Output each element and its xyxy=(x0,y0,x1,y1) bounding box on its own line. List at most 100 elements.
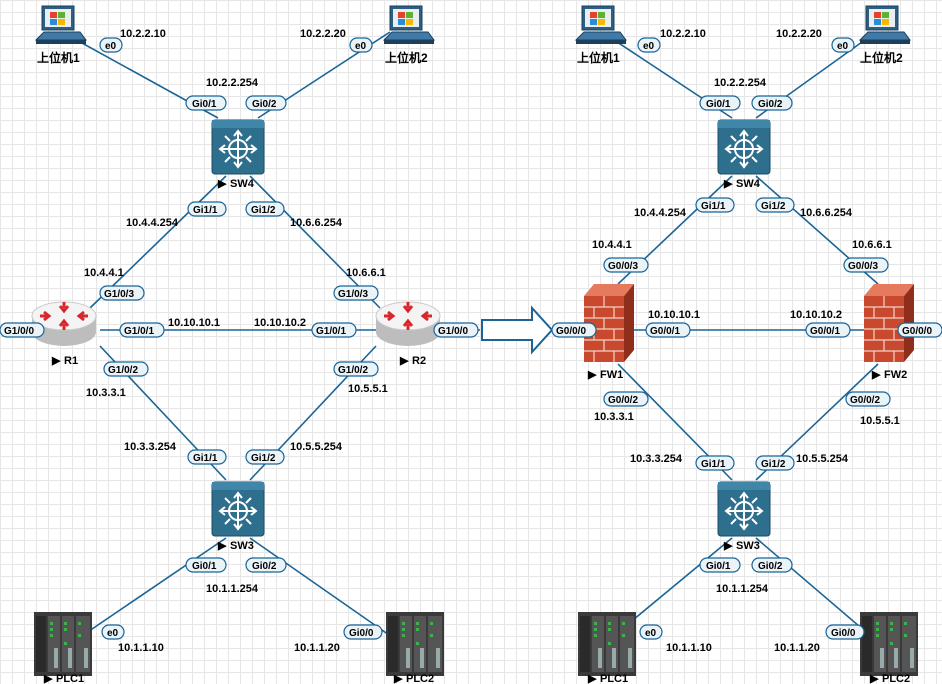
ip-label: 10.10.10.2 xyxy=(254,317,306,329)
port-label: Gi0/0 xyxy=(831,628,856,639)
port-label: G0/0/0 xyxy=(556,326,586,337)
ip-label: 10.6.6.254 xyxy=(290,217,343,229)
left-plc2-play-icon: ▶ xyxy=(393,673,403,684)
port-label: G1/0/3 xyxy=(104,289,134,300)
ip-label: 10.2.2.10 xyxy=(660,28,706,40)
right-sw4-play-icon: ▶ xyxy=(723,178,733,190)
left-sw3-label: SW3 xyxy=(230,540,254,552)
link-sw3-plc1 xyxy=(69,537,227,645)
ip-label: 10.4.4.1 xyxy=(592,239,632,251)
port-label: e0 xyxy=(355,41,367,52)
port-label: e0 xyxy=(643,41,655,52)
port-label: Gi1/1 xyxy=(193,453,218,464)
right-fw2-play-icon: ▶ xyxy=(871,369,881,381)
right-fw1-play-icon: ▶ xyxy=(587,369,597,381)
right-sw3-label: SW3 xyxy=(736,540,760,552)
left-sw3-play-icon: ▶ xyxy=(217,540,227,552)
right-ports: e0 e0 Gi0/1 Gi0/2 Gi1/1 Gi1/2 G0/0/3 G0/… xyxy=(551,37,942,640)
ip-label: 10.6.6.254 xyxy=(800,207,853,219)
ip-label: 10.3.3.254 xyxy=(630,453,683,465)
left-plc2-icon[interactable] xyxy=(386,612,444,676)
left-r2-icon[interactable] xyxy=(374,300,442,348)
ip-label: 10.2.2.254 xyxy=(206,77,259,89)
port-label: Gi0/2 xyxy=(252,561,277,572)
port-label: G0/0/1 xyxy=(650,326,680,337)
right-plc2-label: PLC2 xyxy=(882,673,910,684)
port-label: G1/0/1 xyxy=(124,326,154,337)
ip-label: 10.5.5.1 xyxy=(348,383,388,395)
right-pc1-label: 上位机1 xyxy=(577,50,620,65)
port-label: Gi1/1 xyxy=(701,201,726,212)
ip-label: 10.5.5.254 xyxy=(290,441,343,453)
left-topology: 上位机1 上位机2 ▶ SW4 ▶ R1 ▶ R2 ▶ SW3 ▶ PLC1 ▶… xyxy=(0,5,480,684)
right-fw2-label: FW2 xyxy=(884,369,907,381)
right-pc1-icon[interactable] xyxy=(575,5,627,45)
left-sw3-icon[interactable] xyxy=(211,481,265,537)
left-pc1-icon[interactable] xyxy=(35,5,87,45)
ip-label: 10.3.3.254 xyxy=(124,441,177,453)
ip-label: 10.10.10.2 xyxy=(790,309,842,321)
left-ports: e0 e0 Gi0/1 Gi0/2 Gi1/1 Gi1/2 G1/0/3 G1/… xyxy=(0,37,479,640)
ip-label: 10.2.2.254 xyxy=(714,77,767,89)
port-label: e0 xyxy=(105,41,117,52)
right-fw1-label: FW1 xyxy=(600,369,623,381)
left-r2-label: R2 xyxy=(412,355,426,367)
port-label: G1/0/0 xyxy=(438,326,468,337)
port-label: Gi1/2 xyxy=(761,459,786,470)
ip-label: 10.1.1.20 xyxy=(774,642,820,654)
port-label: G1/0/3 xyxy=(338,289,368,300)
ip-label: 10.5.5.254 xyxy=(796,453,849,465)
ip-label: 10.1.1.20 xyxy=(294,642,340,654)
port-label: Gi0/2 xyxy=(758,99,783,110)
ip-label: 10.4.4.254 xyxy=(634,207,687,219)
ip-label: 10.1.1.10 xyxy=(666,642,712,654)
port-label: Gi0/1 xyxy=(706,561,731,572)
ip-label: 10.3.3.1 xyxy=(86,387,126,399)
left-plc1-play-icon: ▶ xyxy=(43,673,53,684)
port-label: Gi0/1 xyxy=(706,99,731,110)
right-plc1-icon[interactable] xyxy=(578,612,636,676)
port-label: Gi1/1 xyxy=(701,459,726,470)
port-label: G1/0/2 xyxy=(338,365,368,376)
left-sw4-icon[interactable] xyxy=(211,119,265,175)
right-sw4-icon[interactable] xyxy=(717,119,771,175)
port-label: Gi0/1 xyxy=(192,99,217,110)
ip-label: 10.2.2.10 xyxy=(120,28,166,40)
left-pc1-label: 上位机1 xyxy=(37,50,80,65)
port-label: Gi0/2 xyxy=(252,99,277,110)
right-ip-labels: 10.2.2.10 10.2.2.20 10.2.2.254 10.4.4.25… xyxy=(592,28,900,654)
ip-label: 10.4.4.254 xyxy=(126,217,179,229)
port-label: Gi1/1 xyxy=(193,205,218,216)
port-label: Gi0/2 xyxy=(758,561,783,572)
right-pc2-icon[interactable] xyxy=(859,5,911,45)
ip-label: 10.1.1.254 xyxy=(716,583,769,595)
port-label: G0/0/3 xyxy=(608,261,638,272)
ip-label: 10.10.10.1 xyxy=(648,309,700,321)
port-label: Gi0/0 xyxy=(349,628,374,639)
port-label: Gi0/1 xyxy=(192,561,217,572)
port-label: G0/0/0 xyxy=(902,326,932,337)
left-plc1-icon[interactable] xyxy=(34,612,92,676)
left-sw4-label: SW4 xyxy=(230,178,255,190)
port-label: G0/0/2 xyxy=(850,395,880,406)
right-plc2-icon[interactable] xyxy=(860,612,918,676)
ip-label: 10.5.5.1 xyxy=(860,415,900,427)
right-sw3-play-icon: ▶ xyxy=(723,540,733,552)
left-pc2-icon[interactable] xyxy=(383,5,435,45)
ip-label: 10.1.1.254 xyxy=(206,583,259,595)
left-plc1-label: PLC1 xyxy=(56,673,84,684)
left-r1-play-icon: ▶ xyxy=(51,355,61,367)
left-ip-labels: 10.2.2.10 10.2.2.20 10.2.2.254 10.4.4.25… xyxy=(84,28,388,654)
ip-label: 10.6.6.1 xyxy=(346,267,386,279)
right-pc2-label: 上位机2 xyxy=(860,50,903,65)
port-label: G0/0/2 xyxy=(608,395,638,406)
ip-label: 10.2.2.20 xyxy=(300,28,346,40)
left-r2-play-icon: ▶ xyxy=(399,355,409,367)
left-pc2-label: 上位机2 xyxy=(385,50,428,65)
right-sw3-icon[interactable] xyxy=(717,481,771,537)
ip-label: 10.6.6.1 xyxy=(852,239,892,251)
port-label: e0 xyxy=(645,628,657,639)
ip-label: 10.10.10.1 xyxy=(168,317,220,329)
port-label: G1/0/0 xyxy=(4,326,34,337)
